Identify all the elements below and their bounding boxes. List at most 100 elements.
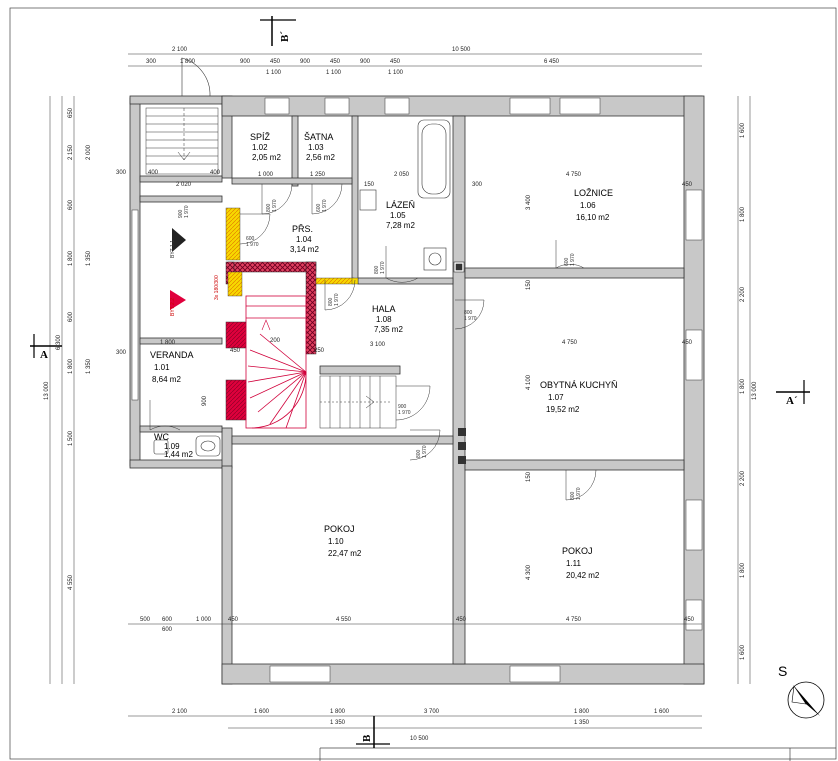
svg-text:650: 650 (68, 107, 74, 118)
doors (149, 183, 597, 501)
window-gaps (131, 97, 703, 683)
svg-text:4 750: 4 750 (566, 172, 582, 178)
bottom-dims: 2 100 1 600 1 800 3 700 1 800 1 600 1 35… (172, 709, 670, 742)
room-label-satna: ŠATNA 1.03 2,56 m2 (304, 132, 335, 162)
svg-text:LÁZEŇ: LÁZEŇ (386, 200, 415, 210)
svg-text:300: 300 (146, 59, 157, 65)
svg-text:500: 500 (140, 617, 151, 623)
room-label-prs: PŘS. 1.04 3,14 m2 (290, 224, 319, 254)
byt2-label: BYT 2.2 (170, 298, 176, 316)
svg-text:450: 450 (270, 59, 281, 65)
svg-text:4 550: 4 550 (336, 617, 352, 623)
svg-text:16,10 m2: 16,10 m2 (576, 213, 610, 222)
svg-text:B: B (361, 734, 373, 742)
svg-text:13 000: 13 000 (752, 381, 758, 400)
new-wall-hatched (305, 261, 317, 355)
svg-text:10 500: 10 500 (410, 736, 429, 742)
svg-text:8,64 m2: 8,64 m2 (152, 375, 181, 384)
svg-text:3 700: 3 700 (424, 709, 440, 715)
svg-text:2 200: 2 200 (740, 286, 746, 302)
svg-text:1 970: 1 970 (322, 199, 328, 212)
svg-text:200: 200 (270, 338, 281, 344)
svg-text:900: 900 (240, 59, 251, 65)
svg-text:400: 400 (210, 170, 221, 176)
svg-text:1 600: 1 600 (740, 122, 746, 138)
svg-text:A: A (40, 349, 48, 361)
section-mark-a-left: A (30, 334, 62, 361)
svg-text:4 100: 4 100 (526, 374, 532, 390)
entrance-stairs (145, 107, 219, 175)
svg-text:1 350: 1 350 (86, 250, 92, 266)
svg-text:19,52 m2: 19,52 m2 (546, 405, 580, 414)
svg-text:1.07: 1.07 (548, 393, 564, 402)
svg-text:SPÍŽ: SPÍŽ (250, 132, 271, 142)
svg-text:2 050: 2 050 (394, 172, 410, 178)
svg-text:POKOJ: POKOJ (324, 524, 355, 534)
svg-text:1 000: 1 000 (196, 617, 212, 623)
svg-text:1 350: 1 350 (330, 720, 346, 726)
svg-text:1 800: 1 800 (68, 358, 74, 374)
room-label-pokoj110: POKOJ 1.10 22,47 m2 (324, 524, 362, 558)
svg-text:800: 800 (374, 265, 380, 274)
svg-text:1 800: 1 800 (68, 250, 74, 266)
svg-text:2 100: 2 100 (172, 47, 188, 53)
svg-text:10 500: 10 500 (452, 47, 471, 53)
chimneys (458, 428, 466, 464)
svg-text:800: 800 (328, 297, 334, 306)
byt1-label: BYT 1.1 (170, 240, 176, 258)
svg-text:22,47 m2: 22,47 m2 (328, 549, 362, 558)
section-mark-a-right: A´ (776, 380, 810, 407)
svg-text:450: 450 (228, 617, 239, 623)
room-label-veranda: VERANDA 1.01 8,64 m2 (150, 350, 194, 384)
svg-text:3 100: 3 100 (370, 342, 386, 348)
yellow-wall (225, 207, 241, 261)
svg-text:7,28 m2: 7,28 m2 (386, 221, 415, 230)
section-mark-b-top: B´ (260, 16, 296, 46)
room-label-wc: WC 1.09 1,44 m2 (154, 432, 193, 459)
svg-text:1 800: 1 800 (740, 562, 746, 578)
room-label-lazen: LÁZEŇ 1.05 7,28 m2 (386, 200, 415, 230)
svg-text:2 150: 2 150 (68, 144, 74, 160)
lower-row-dims: 500 600 1 000 450 4 550 450 4 750 450 60… (140, 617, 695, 633)
svg-text:1.04: 1.04 (296, 235, 312, 244)
svg-text:6 300: 6 300 (56, 334, 62, 350)
svg-text:250: 250 (314, 348, 325, 354)
svg-text:1.11: 1.11 (566, 559, 582, 568)
svg-text:1 800: 1 800 (574, 709, 590, 715)
yellow-wall (227, 271, 243, 297)
entrance-door[interactable] (181, 57, 211, 97)
svg-text:900: 900 (398, 404, 407, 410)
svg-text:1 600: 1 600 (654, 709, 670, 715)
svg-text:150: 150 (364, 182, 375, 188)
svg-text:1 800: 1 800 (180, 59, 196, 65)
demolished-wall (225, 321, 247, 349)
svg-text:1 970: 1 970 (184, 205, 190, 218)
svg-text:ŠATNA: ŠATNA (304, 132, 333, 142)
room-label-pokoj111: POKOJ 1.11 20,42 m2 (562, 546, 600, 580)
svg-text:1.08: 1.08 (376, 315, 392, 324)
svg-text:6 450: 6 450 (544, 59, 560, 65)
svg-text:1 970: 1 970 (334, 293, 340, 306)
svg-text:B´: B´ (279, 31, 291, 42)
svg-text:900: 900 (202, 395, 208, 406)
svg-text:OBYTNÁ KUCHYŇ: OBYTNÁ KUCHYŇ (540, 380, 618, 390)
svg-text:1 350: 1 350 (86, 358, 92, 374)
svg-text:1 800: 1 800 (740, 206, 746, 222)
svg-text:450: 450 (330, 59, 341, 65)
svg-text:1 100: 1 100 (388, 70, 404, 76)
svg-text:WC: WC (154, 432, 169, 442)
yellow-wall (315, 277, 355, 285)
svg-text:800: 800 (266, 203, 272, 212)
svg-text:1.01: 1.01 (154, 363, 170, 372)
svg-text:HALA: HALA (372, 304, 396, 314)
dimension-lines (49, 53, 751, 729)
svg-text:1 970: 1 970 (398, 410, 411, 416)
svg-text:450: 450 (682, 340, 693, 346)
svg-text:1.02: 1.02 (252, 143, 268, 152)
svg-text:4 750: 4 750 (562, 340, 578, 346)
svg-text:1 800: 1 800 (330, 709, 346, 715)
svg-text:1 100: 1 100 (266, 70, 282, 76)
stair-note: 3x 180/300 (214, 275, 220, 300)
svg-text:900: 900 (360, 59, 371, 65)
